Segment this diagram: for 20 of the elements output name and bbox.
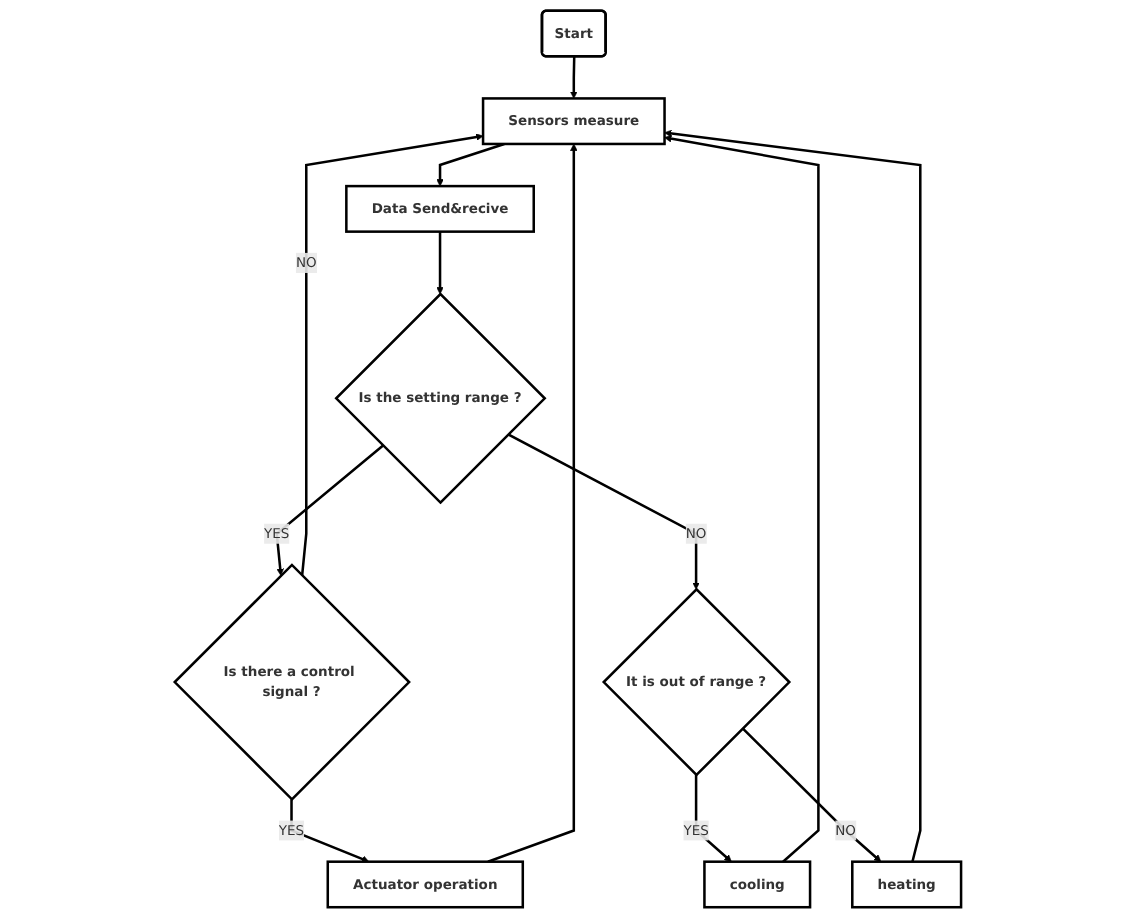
arrow <box>274 444 383 576</box>
arrow <box>663 129 921 862</box>
arrow <box>663 135 819 863</box>
arrow <box>486 143 577 863</box>
arrow <box>569 56 577 99</box>
arrow <box>435 142 504 187</box>
node-diamond <box>601 587 791 777</box>
node-diamond <box>333 292 546 505</box>
arrow <box>506 433 699 590</box>
node-box <box>702 860 811 909</box>
arrow <box>289 799 369 863</box>
arrow <box>693 774 731 863</box>
node-box <box>344 184 535 233</box>
node-box <box>325 860 524 909</box>
arrow <box>299 133 483 576</box>
node-diamond <box>172 563 410 802</box>
arrow <box>435 231 443 295</box>
node-box <box>850 860 962 909</box>
arrow <box>740 727 881 863</box>
node-box <box>480 97 665 146</box>
